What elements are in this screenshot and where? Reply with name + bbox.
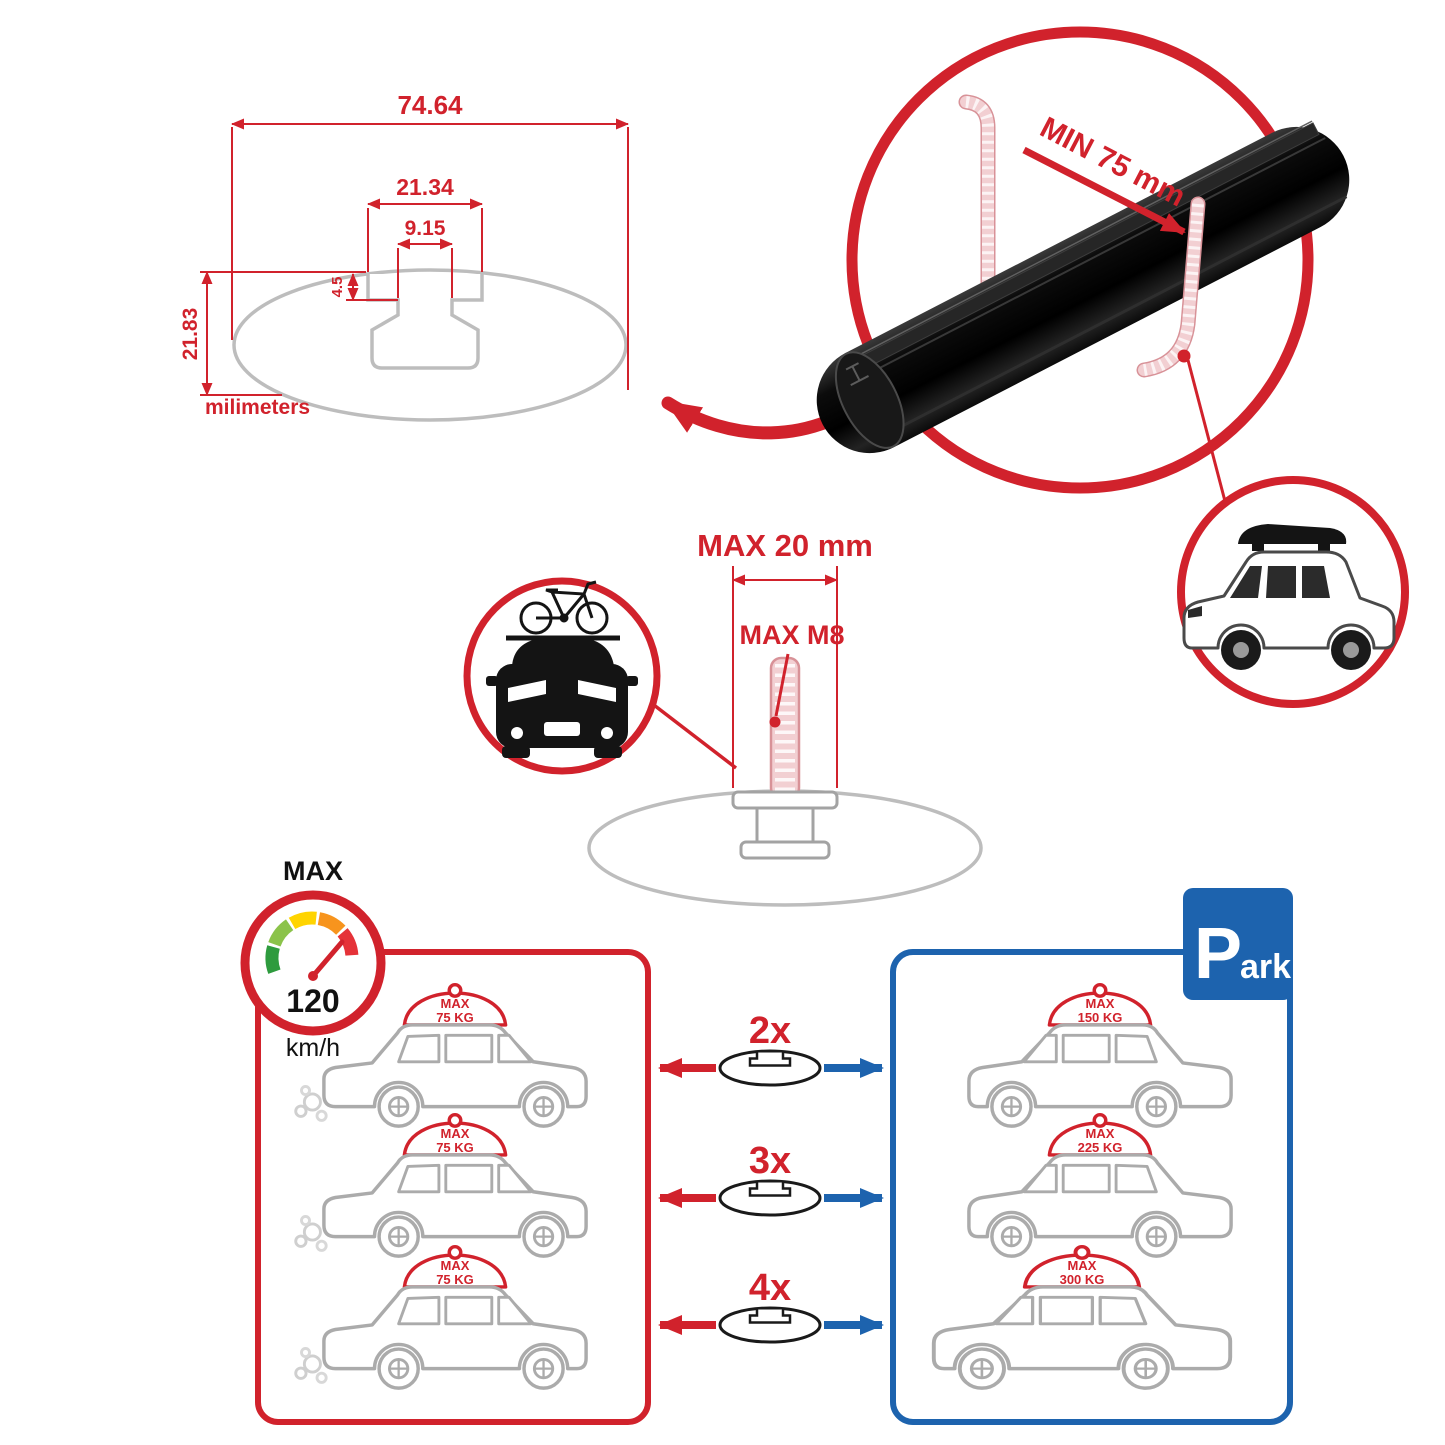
roofbox-suv-icon <box>1182 524 1396 670</box>
multiplier-label: 2x <box>749 1010 791 1052</box>
cargo-load-label: MAX <box>441 1258 470 1273</box>
roof-box-icon <box>1238 524 1347 544</box>
bolt-max-width-label: MAX 20 mm <box>697 528 873 563</box>
t-nut-flange <box>731 790 839 810</box>
cargo-load-weight: 225 KG <box>1078 1140 1123 1155</box>
multiplier-row-4x: 4x <box>658 1267 884 1344</box>
dim-slot-inner-width: 9.15 <box>405 217 446 240</box>
leader-line <box>648 700 738 770</box>
units-label: milimeters <box>205 396 310 419</box>
speed-max-label: MAX <box>283 856 343 886</box>
cargo-load-weight: 300 KG <box>1060 1272 1105 1287</box>
bolt-max-thread-label: MAX M8 <box>739 620 844 650</box>
cargo-load-label: MAX <box>1086 996 1115 1011</box>
needle <box>310 939 345 979</box>
park-sign: P ark <box>1183 888 1293 1000</box>
capacity-comparison: MAX 120 km/h P ark 2x 3x <box>240 856 1293 1425</box>
profile-dimension-drawing: 74.64 21.34 9.15 4.5 21.83 milimeters <box>179 90 629 422</box>
cargo-load-label: MAX <box>441 1126 470 1141</box>
thread-point-dot <box>769 716 781 728</box>
bar-end-cap <box>834 351 905 449</box>
multiplier-label: 3x <box>749 1140 791 1182</box>
t-nut-foot <box>739 840 831 860</box>
multiplier-label: 4x <box>749 1267 791 1309</box>
dim-total-height: 21.83 <box>179 308 202 361</box>
cargo-load-weight: 150 KG <box>1078 1010 1123 1025</box>
park-sign-ark: ark <box>1240 948 1291 986</box>
bolt-detail-diagram: MAX 20 mm MAX M8 <box>587 528 983 907</box>
speed-limit-value: 120 <box>286 983 339 1019</box>
cargo-load-weight: 75 KG <box>436 1272 474 1287</box>
threaded-stud-icon <box>769 656 801 800</box>
cargo-load-label: MAX <box>1068 1258 1097 1273</box>
car-front-icon <box>486 635 638 758</box>
dim-total-width: 74.64 <box>397 90 463 120</box>
crossbar-3d-icon <box>816 120 1350 454</box>
bicycle-icon <box>519 580 609 635</box>
leader-line <box>1186 359 1228 506</box>
t-slot-channel <box>366 274 484 370</box>
cargo-load-weight: 75 KG <box>436 1140 474 1155</box>
crossbar-cross-section-icon <box>718 1179 822 1217</box>
cargo-load-label: MAX <box>441 996 470 1011</box>
speedometer: MAX 120 km/h <box>240 856 386 1062</box>
crossbar-cross-section-icon <box>718 1306 822 1344</box>
dim-lip-depth: 4.5 <box>329 277 346 298</box>
threaded-rod-left-icon <box>958 94 996 300</box>
cargo-load-weight: 75 KG <box>436 1010 474 1025</box>
multiplier-row-2x: 2x <box>658 1010 884 1087</box>
clamp-point-dot <box>1177 349 1191 363</box>
dim-slot-outer-width: 21.34 <box>396 174 454 200</box>
crossbar-photo-circle: MIN 75 mm <box>816 26 1350 506</box>
speed-unit: km/h <box>286 1034 340 1062</box>
bike-car-circle <box>463 577 738 775</box>
crossbar-cross-section-icon <box>718 1049 822 1087</box>
cargo-load-label: MAX <box>1086 1126 1115 1141</box>
parking-icon <box>1183 888 1293 1000</box>
roofbox-car-circle <box>1177 476 1409 708</box>
multiplier-row-3x: 3x <box>658 1140 884 1217</box>
park-sign-p: P <box>1194 914 1242 994</box>
min-grip-arrow <box>1022 146 1186 236</box>
threaded-rod-right-icon <box>1136 196 1206 378</box>
